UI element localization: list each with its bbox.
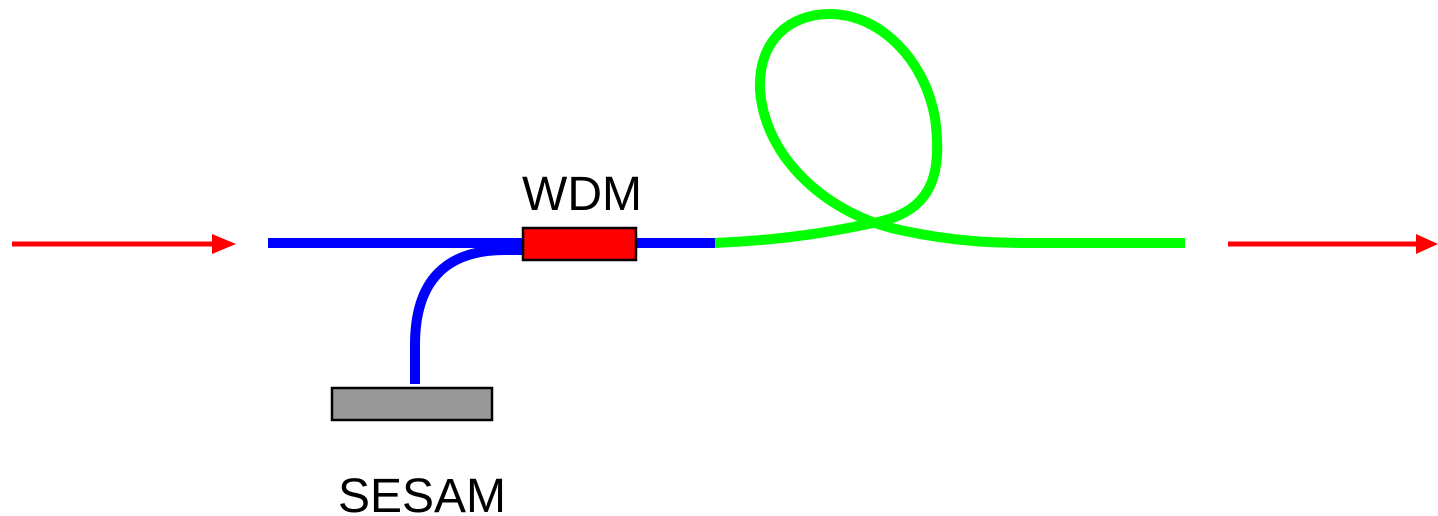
green-fiber-loop: [714, 9, 1185, 248]
output-arrow: [1228, 234, 1438, 254]
sesam-mirror: [330, 386, 494, 422]
input-arrow: [12, 234, 236, 254]
wdm-label: WDM: [522, 168, 642, 221]
sesam-label: SESAM: [338, 470, 506, 516]
blue-fiber-branch: [410, 245, 522, 384]
wdm-coupler: [521, 226, 638, 262]
